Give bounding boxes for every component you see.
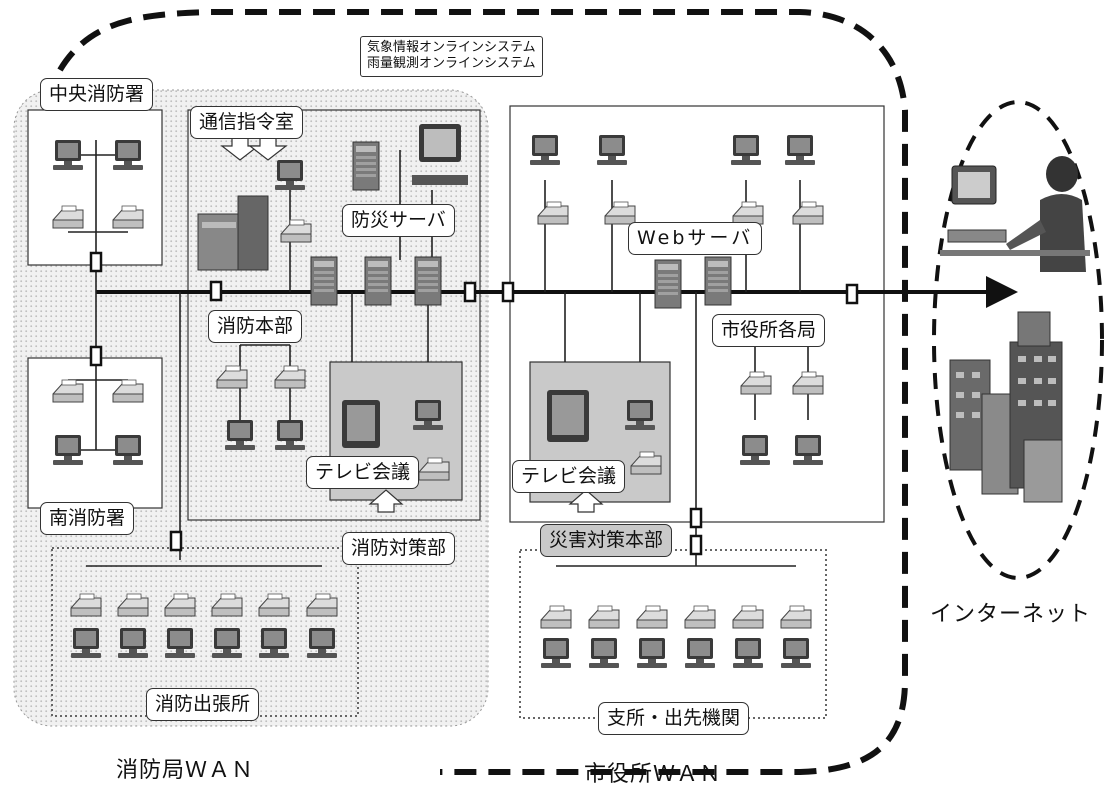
computer-icon xyxy=(637,638,667,668)
server-icon xyxy=(705,257,731,305)
server-icon xyxy=(353,142,379,190)
computer-icon xyxy=(597,135,627,165)
fire-wan-caption: 消防局ＷＡＮ xyxy=(116,752,254,784)
printer-icon xyxy=(541,606,571,628)
computer-icon xyxy=(212,628,242,658)
computer-icon xyxy=(113,435,143,465)
computer-icon xyxy=(781,638,811,668)
city-wan-caption: 市役所ＷＡＮ xyxy=(584,756,722,788)
computer-icon xyxy=(53,140,83,170)
router-icon xyxy=(171,532,181,550)
computer-icon xyxy=(685,638,715,668)
computer-icon xyxy=(785,135,815,165)
buildings-icon xyxy=(950,312,1062,502)
printer-icon xyxy=(781,606,811,628)
fire-outposts-label: 消防出張所 xyxy=(146,688,259,721)
server-icon xyxy=(311,257,337,305)
computer-icon xyxy=(307,628,337,658)
router-icon xyxy=(91,347,101,365)
computer-icon xyxy=(413,400,443,430)
computer-icon xyxy=(259,628,289,658)
tv-conference-left-label: テレビ会議 xyxy=(306,456,419,489)
computer-icon xyxy=(733,638,763,668)
router-icon xyxy=(465,283,475,301)
router-icon xyxy=(691,536,701,554)
disaster-server-label: 防災サーバ xyxy=(342,204,455,237)
computer-icon xyxy=(71,628,101,658)
router-icon xyxy=(691,509,701,527)
fire-countermeasures-label: 消防対策部 xyxy=(342,532,455,565)
computer-icon xyxy=(53,435,83,465)
tv-conference-right-label: テレビ会議 xyxy=(512,460,625,493)
computer-icon xyxy=(225,420,255,450)
command-room-label: 通信指令室 xyxy=(190,106,303,139)
branch-offices-label: 支所・出先機関 xyxy=(598,702,749,735)
computer-icon xyxy=(530,135,560,165)
web-server-label: Webサーバ xyxy=(628,222,762,255)
rain-system-label: 雨量観測オンラインシステム xyxy=(367,56,536,72)
branch-offices-box xyxy=(520,550,826,718)
computer-icon xyxy=(113,140,143,170)
router-icon xyxy=(91,253,101,271)
person-icon xyxy=(940,156,1090,272)
printer-icon xyxy=(685,606,715,628)
computer-icon xyxy=(740,435,770,465)
computer-icon xyxy=(625,400,655,430)
computer-icon xyxy=(793,435,823,465)
router-icon xyxy=(847,285,857,303)
server-icon xyxy=(415,257,441,305)
router-icon xyxy=(211,282,221,300)
printer-icon xyxy=(589,606,619,628)
central-station-label: 中央消防署 xyxy=(40,78,153,111)
printer-icon xyxy=(637,606,667,628)
disaster-hq-label: 災害対策本部 xyxy=(540,524,672,557)
fire-hq-label: 消防本部 xyxy=(208,310,302,343)
computer-icon xyxy=(541,638,571,668)
router-icon xyxy=(503,283,513,301)
server-icon xyxy=(365,257,391,305)
city-bureaus-label: 市役所各局 xyxy=(712,314,825,347)
weather-system-label: 気象情報オンラインシステム xyxy=(367,40,536,56)
computer-icon xyxy=(275,420,305,450)
arrow-head xyxy=(986,276,1018,308)
computer-icon xyxy=(165,628,195,658)
computer-icon xyxy=(275,160,305,190)
printer-icon xyxy=(733,606,763,628)
computer-icon xyxy=(589,638,619,668)
central-station-box xyxy=(28,110,162,265)
internet-caption: インターネット xyxy=(930,596,1091,628)
south-station-label: 南消防署 xyxy=(40,502,134,535)
computer-icon xyxy=(731,135,761,165)
computer-icon xyxy=(118,628,148,658)
online-systems-label: 気象情報オンラインシステム 雨量観測オンラインシステム xyxy=(360,36,543,77)
server-icon xyxy=(655,260,681,308)
